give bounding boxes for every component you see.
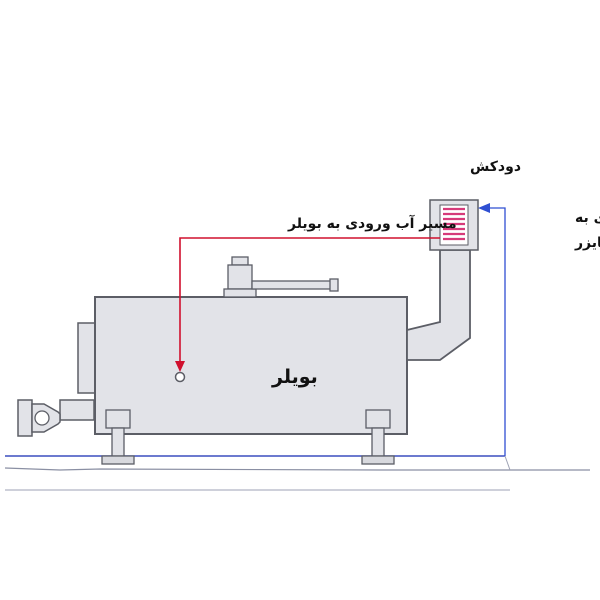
burner (17, 322, 97, 437)
support-leg-right (361, 409, 395, 465)
economizer-coil (443, 207, 465, 241)
ground (4, 455, 590, 491)
inlet-water-line (478, 203, 506, 456)
water-path-line (175, 237, 440, 372)
water-path-arrow-icon (175, 361, 185, 372)
boiler-label: بویلر (271, 366, 318, 388)
chimney-duct (406, 249, 471, 361)
inlet-label-line2: اکونومایزر (574, 235, 600, 251)
inlet-label-line1: آب ورودی به (575, 208, 600, 226)
chimney-label: دودکش (470, 159, 521, 175)
ground-outline (4, 467, 590, 471)
steam-valve (223, 256, 339, 298)
boiler-inlet-point (174, 371, 186, 383)
inlet-arrow-icon (478, 203, 490, 213)
boiler-shell (94, 296, 408, 435)
support-leg-left (101, 409, 135, 465)
ground-right-edge (504, 455, 511, 471)
water-path-label: مسیر آب ورودی به بویلر (287, 214, 457, 232)
